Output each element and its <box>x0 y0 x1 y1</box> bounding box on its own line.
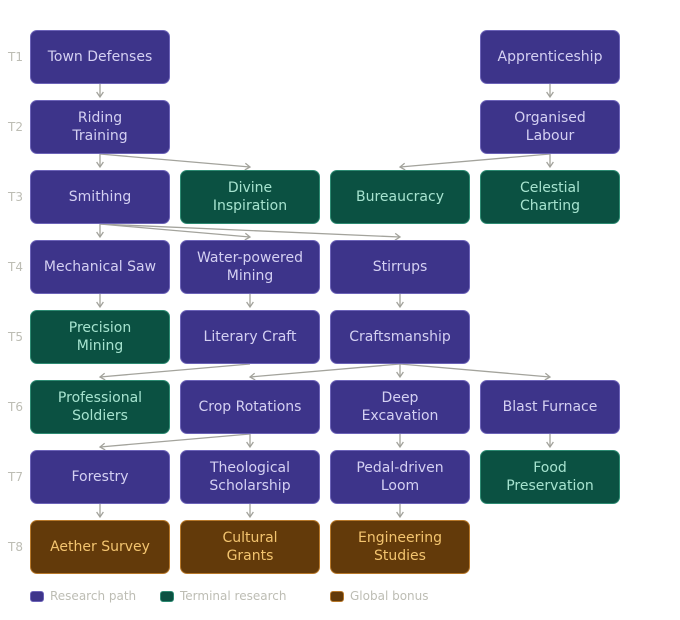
arrow-head-icon <box>96 301 104 309</box>
tech-node-town-defenses[interactable]: Town Defenses <box>30 30 170 84</box>
arrow-head-icon <box>96 511 104 519</box>
tech-node-professional-soldiers[interactable]: Professional Soldiers <box>30 380 170 434</box>
tier-label: T8 <box>8 540 23 554</box>
tech-node-craftsmanship[interactable]: Craftsmanship <box>330 310 470 364</box>
arrow-head-icon <box>544 372 552 381</box>
tier-label: T7 <box>8 470 23 484</box>
edge-riding-training-to-smithing <box>96 154 104 169</box>
edge-craftsmanship-to-blast-furnace <box>399 363 552 381</box>
legend-item-research: Research path <box>30 589 136 603</box>
tech-node-riding-training[interactable]: Riding Training <box>30 100 170 154</box>
tech-node-apprenticeship[interactable]: Apprenticeship <box>480 30 620 84</box>
tech-node-pedal-driven-loom[interactable]: Pedal-driven Loom <box>330 450 470 504</box>
tier-label: T1 <box>8 50 23 64</box>
tech-node-organised-labour[interactable]: Organised Labour <box>480 100 620 154</box>
tech-node-water-powered-mining[interactable]: Water-powered Mining <box>180 240 320 294</box>
arrow-head-icon <box>98 442 106 451</box>
tech-node-blast-furnace[interactable]: Blast Furnace <box>480 380 620 434</box>
edge-forestry-to-aether-survey <box>96 504 104 519</box>
arrow-head-icon <box>546 161 554 169</box>
edge-mechanical-saw-to-precision-mining <box>96 294 104 309</box>
edge-deep-excavation-to-pedal-driven-loom <box>396 434 404 449</box>
edge-theological-scholarship-to-cultural-grants <box>246 504 254 519</box>
edge-blast-furnace-to-food-preservation <box>546 434 554 449</box>
arrow-head-icon <box>96 231 104 239</box>
tech-node-cultural-grants[interactable]: Cultural Grants <box>180 520 320 574</box>
edge-smithing-to-stirrups <box>99 223 402 241</box>
tier-label: T4 <box>8 260 23 274</box>
legend-swatch-terminal <box>160 590 174 602</box>
edge-water-powered-mining-to-literary-craft <box>246 294 254 309</box>
arrow-head-icon <box>546 441 554 449</box>
arrow-head-icon <box>244 232 252 241</box>
tech-node-food-preservation[interactable]: Food Preservation <box>480 450 620 504</box>
arrow-head-icon <box>398 162 406 171</box>
tech-node-divine-inspiration[interactable]: Divine Inspiration <box>180 170 320 224</box>
legend-item-terminal: Terminal research <box>160 589 286 603</box>
tier-label: T3 <box>8 190 23 204</box>
tech-node-precision-mining[interactable]: Precision Mining <box>30 310 170 364</box>
arrow-head-icon <box>98 372 106 381</box>
tier-label: T2 <box>8 120 23 134</box>
tech-node-smithing[interactable]: Smithing <box>30 170 170 224</box>
tech-node-literary-craft[interactable]: Literary Craft <box>180 310 320 364</box>
tech-node-aether-survey[interactable]: Aether Survey <box>30 520 170 574</box>
edge-crop-rotations-to-forestry <box>98 433 251 451</box>
arrow-head-icon <box>246 511 254 519</box>
legend-label: Terminal research <box>180 589 287 603</box>
arrow-head-icon <box>396 301 404 309</box>
tier-label: T5 <box>8 330 23 344</box>
legend-label: Research path <box>50 589 137 603</box>
arrow-head-icon <box>96 161 104 169</box>
legend-swatch-research <box>30 590 44 602</box>
arrow-head-icon <box>396 511 404 519</box>
edge-organised-labour-to-bureaucracy <box>398 153 551 171</box>
edge-craftsmanship-to-deep-excavation <box>396 364 404 379</box>
edge-stirrups-to-craftsmanship <box>396 294 404 309</box>
tech-node-stirrups[interactable]: Stirrups <box>330 240 470 294</box>
tech-node-celestial-charting[interactable]: Celestial Charting <box>480 170 620 224</box>
arrow-head-icon <box>246 441 254 449</box>
tech-node-mechanical-saw[interactable]: Mechanical Saw <box>30 240 170 294</box>
arrow-head-icon <box>546 91 554 99</box>
arrow-head-icon <box>244 162 252 171</box>
legend-item-bonus: Global bonus <box>330 589 429 603</box>
edge-craftsmanship-to-crop-rotations <box>248 363 401 381</box>
arrow-head-icon <box>246 301 254 309</box>
edge-apprenticeship-to-organised-labour <box>546 84 554 99</box>
tech-node-bureaucracy[interactable]: Bureaucracy <box>330 170 470 224</box>
edge-literary-craft-to-professional-soldiers <box>98 363 251 381</box>
arrow-head-icon <box>396 441 404 449</box>
tier-label: T6 <box>8 400 23 414</box>
legend-label: Global bonus <box>350 589 429 603</box>
edge-smithing-to-water-powered-mining <box>99 223 252 241</box>
edge-riding-training-to-divine-inspiration <box>99 153 252 171</box>
tech-node-crop-rotations[interactable]: Crop Rotations <box>180 380 320 434</box>
arrow-head-icon <box>396 371 404 379</box>
tech-node-deep-excavation[interactable]: Deep Excavation <box>330 380 470 434</box>
tech-node-engineering-studies[interactable]: Engineering Studies <box>330 520 470 574</box>
tech-node-forestry[interactable]: Forestry <box>30 450 170 504</box>
arrow-head-icon <box>96 91 104 99</box>
edge-smithing-to-mechanical-saw <box>96 224 104 239</box>
edge-organised-labour-to-celestial-charting <box>546 154 554 169</box>
edge-town-defenses-to-riding-training <box>96 84 104 99</box>
tech-node-theological-scholarship[interactable]: Theological Scholarship <box>180 450 320 504</box>
legend-swatch-bonus <box>330 590 344 602</box>
arrow-head-icon <box>248 372 256 381</box>
edge-pedal-driven-loom-to-engineering-studies <box>396 504 404 519</box>
edge-crop-rotations-to-theological-scholarship <box>246 434 254 449</box>
